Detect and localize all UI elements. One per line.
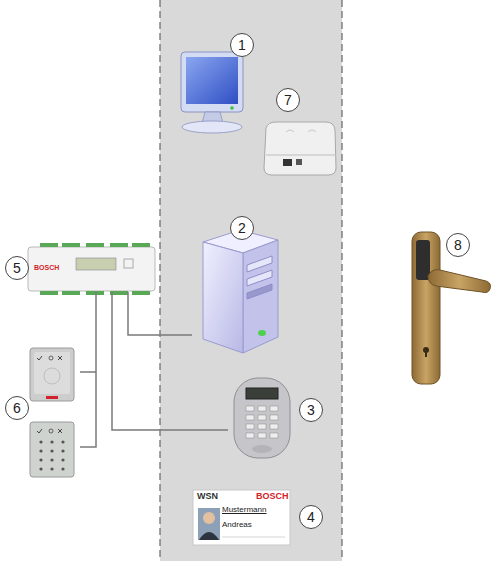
callout-number: 8 [446,233,470,257]
card-system-name: WSN [197,492,218,501]
door-lock: 8 [400,230,490,395]
controller-icon [28,243,155,295]
callout-number: 6 [5,396,29,420]
id-card-icon [193,490,290,545]
callout-number: 3 [299,398,323,422]
zone-border [159,0,160,561]
id-card: WSN BOSCH MustermannAndreas 4 [192,488,324,548]
reader-group: 6 [4,340,80,480]
server: 2 [192,214,278,359]
cable-connector [128,292,192,335]
server-icon [203,230,278,353]
keypad-terminal-icon [234,378,290,458]
callout-number: 1 [230,33,254,57]
access-controller: 5 BOSCH [4,244,156,292]
desktop-reader-icon [264,122,336,175]
callout-number: 4 [299,505,323,529]
card-reader-icon [30,348,74,401]
brand-logo: BOSCH [256,492,289,501]
card-holder-surname: Mustermann [222,506,266,514]
callout-number: 7 [276,88,300,112]
callout-number: 5 [5,256,29,280]
keypad-terminal: 3 [228,370,325,465]
door-lock-icon [412,232,491,384]
cable-connector [112,292,228,430]
monitor-icon [181,52,243,133]
card-holder-firstname: Andreas [222,521,252,529]
zone-border [341,0,342,561]
brand-logo: BOSCH [34,264,59,271]
callout-number: 2 [230,216,254,240]
enrollment-reader: 7 [260,86,340,178]
workstation: 1 [172,30,258,138]
keypad-reader-icon [30,422,74,477]
zone-band [160,0,342,561]
cable-connector [80,292,96,447]
